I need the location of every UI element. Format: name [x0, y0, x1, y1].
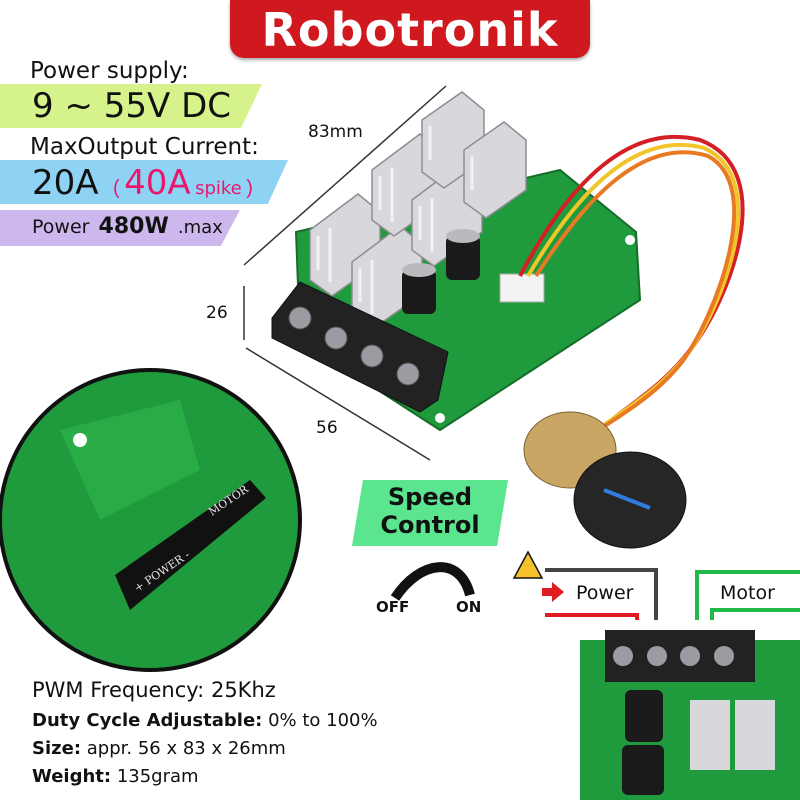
capacitors — [402, 229, 480, 314]
potentiometer-wires — [518, 134, 745, 444]
heatsinks — [309, 91, 527, 329]
speed-control-badge — [352, 480, 508, 546]
power-label: Power — [32, 216, 90, 238]
signal-connector — [499, 273, 545, 303]
brand-banner — [230, 0, 590, 58]
size-value: appr. 56 x 83 x 26mm — [86, 738, 286, 759]
spike-value: 40A — [124, 163, 191, 203]
power-supply-band — [0, 84, 262, 128]
screw-terminal — [271, 281, 449, 413]
size-label: Size: — [32, 738, 82, 759]
max-output-band — [0, 160, 288, 204]
red-arrow-icon — [542, 582, 564, 602]
wiring-power-label: Power — [576, 582, 634, 604]
speed-control-line2: Control — [380, 511, 480, 539]
pwm-label: PWM Frequency: — [32, 678, 205, 702]
weight-label: Weight: — [32, 766, 112, 787]
switch-on-label: ON — [456, 598, 482, 616]
power-suffix: .max — [177, 217, 223, 238]
brand-title: Robotronik — [261, 3, 559, 57]
heatsink-fins — [316, 126, 474, 314]
height-label: 26 — [206, 303, 228, 323]
power-value: 480W — [98, 214, 169, 239]
power-row: Power 480W .max — [32, 214, 223, 239]
spike-word: spike — [195, 178, 242, 199]
max-output-row: 20A ( 40A spike ) — [32, 163, 253, 203]
rotation-arc-icon — [390, 562, 475, 601]
length-label: 83mm — [308, 122, 363, 142]
warning-icon — [512, 550, 544, 579]
wiring-inset — [580, 630, 800, 800]
max-output-label: MaxOutput Current: — [30, 134, 259, 160]
switch-off-label: OFF — [376, 598, 410, 616]
power-supply-label: Power supply: — [30, 58, 189, 84]
power-band — [0, 210, 240, 246]
duty-label: Duty Cycle Adjustable: — [32, 710, 263, 731]
speed-control-line1: Speed — [387, 483, 473, 511]
speed-control-label: Speed Control — [352, 483, 508, 539]
wiring-motor-label: Motor — [720, 582, 775, 604]
zoom-detail-circle — [0, 368, 302, 672]
max-output-value: 20A — [32, 163, 99, 203]
pwm-value: 25Khz — [210, 678, 276, 702]
weight-row: Weight: 135gram — [32, 766, 199, 787]
wiring-lines — [545, 568, 800, 620]
duty-row: Duty Cycle Adjustable: 0% to 100% — [32, 710, 378, 731]
duty-value: 0% to 100% — [268, 710, 378, 731]
size-row: Size: appr. 56 x 83 x 26mm — [32, 738, 286, 759]
power-supply-value: 9 ~ 55V DC — [32, 86, 231, 126]
pwm-row: PWM Frequency: 25Khz — [32, 678, 276, 702]
spike-close-bracket: ) — [246, 177, 253, 199]
width-dimension-line — [245, 347, 431, 461]
potentiometer-knob — [523, 411, 687, 549]
width-label: 56 — [316, 418, 338, 438]
spike-open-bracket: ( — [112, 177, 120, 199]
length-dimension-line — [243, 85, 447, 266]
weight-value: 135gram — [116, 766, 199, 787]
